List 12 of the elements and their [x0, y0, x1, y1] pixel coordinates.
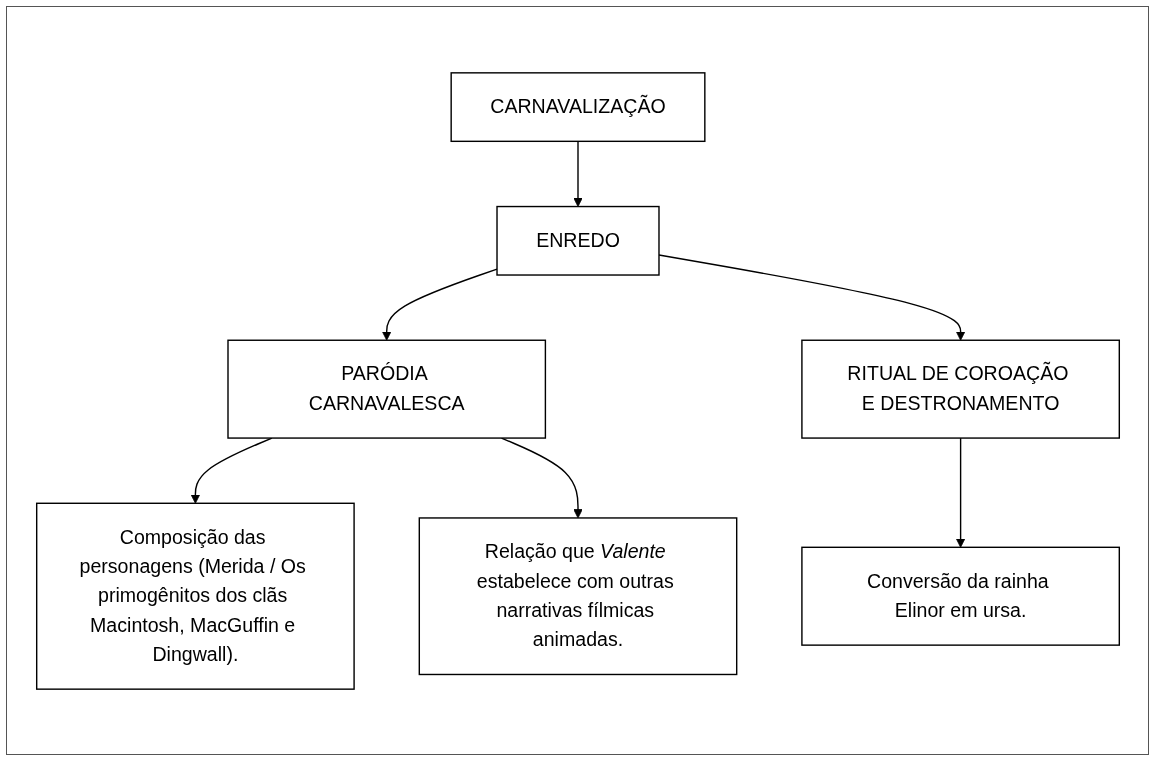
node-box [800, 339, 1120, 439]
node-box [495, 205, 660, 276]
node-box [449, 71, 706, 142]
node-box [800, 546, 1120, 646]
arrow [572, 140, 583, 207]
diagram-frame: CARNAVALIZAÇÃO ENREDO PARÓDIA CARNAVALESCA RITUAL DE COROAÇÃO E DESTRONAMENTO Composição das personagens (Merida / Os primogênitos dos clãs Macintosh, MacGuffin e Dingwall). Relação que Valente estabelece com outras narrativas fílmicas animadas. Conversão da rainha Elinor em ursa. [6, 6, 1149, 755]
node-box [418, 516, 737, 675]
arrow [500, 436, 583, 518]
arrow [190, 436, 273, 504]
node-box [226, 339, 546, 439]
arrow [955, 436, 965, 548]
node-box [35, 502, 355, 690]
